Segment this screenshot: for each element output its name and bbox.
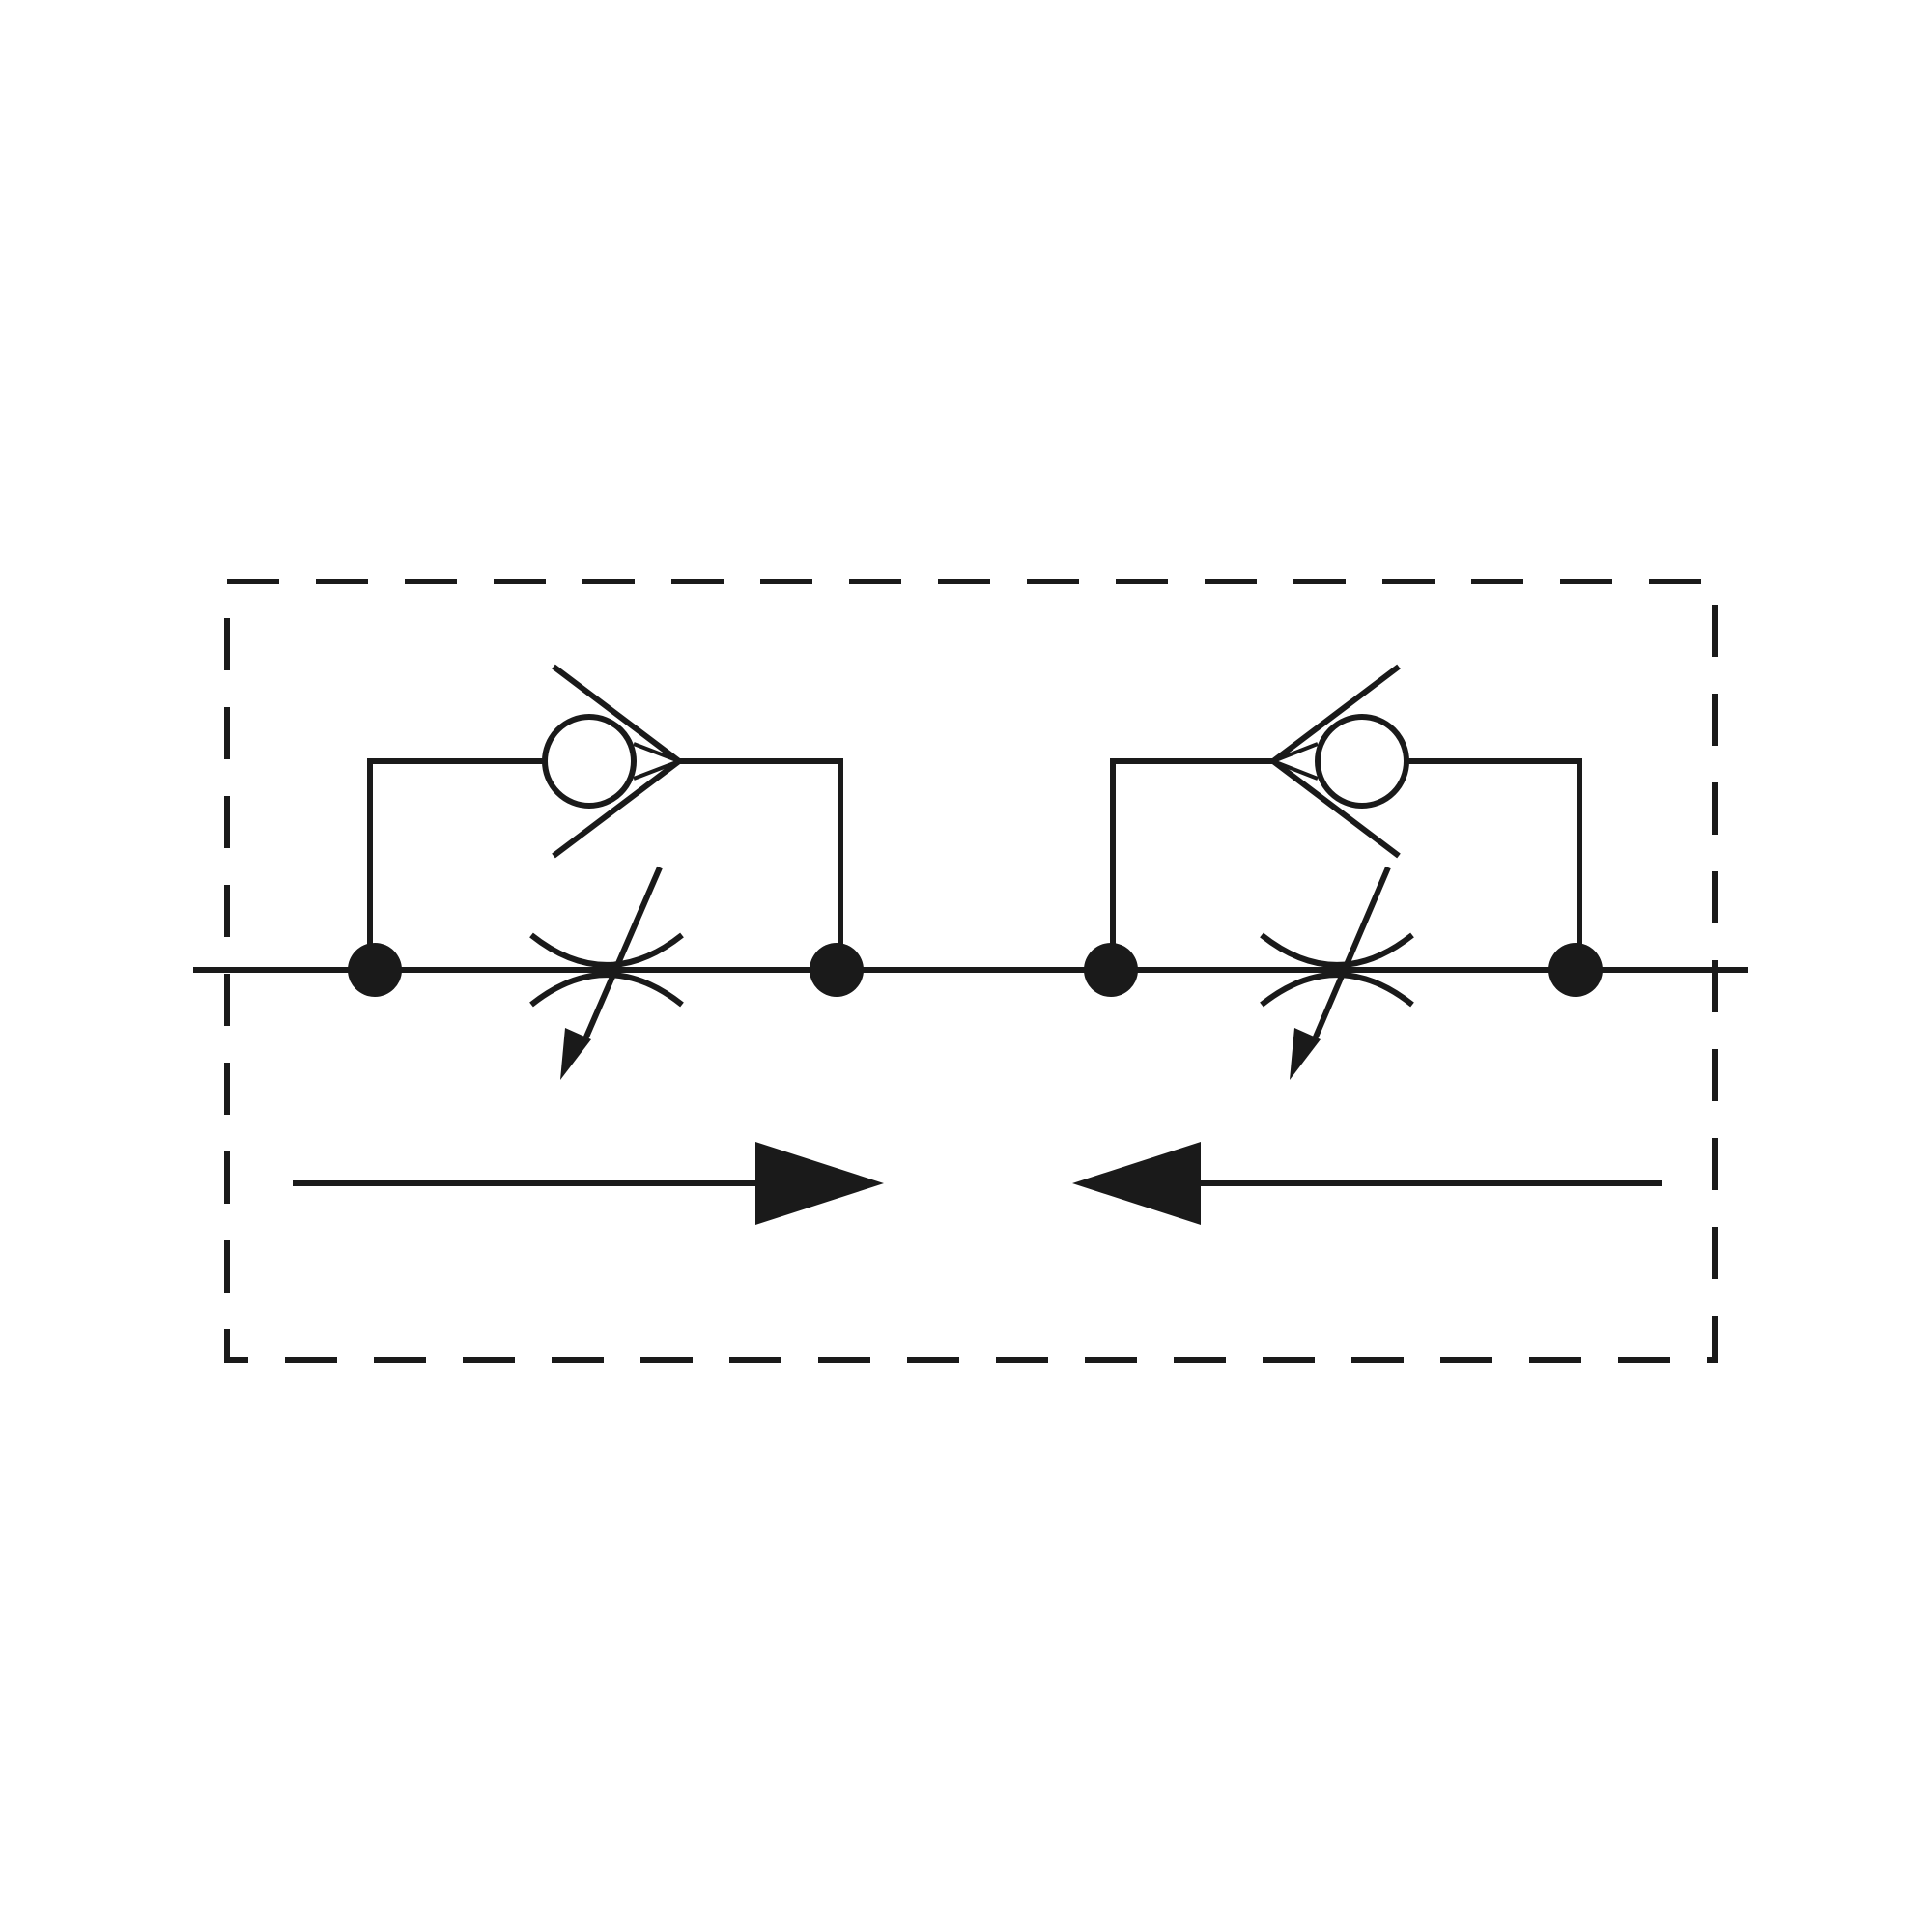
junction-dot-2 [810, 943, 864, 997]
right-check-ball [1315, 714, 1409, 809]
left-check-seat-tick-top [633, 742, 680, 763]
right-throttle-arc-bottom [1260, 972, 1414, 1008]
left-throttle-arc-bottom [529, 972, 684, 1008]
right-adjust-arrowhead [1290, 1028, 1321, 1080]
left-adjust-arrow-shaft [582, 866, 663, 1043]
right-bypass-line [1406, 758, 1582, 970]
flow-arrow-right-head [755, 1142, 884, 1225]
left-bypass-line [367, 758, 546, 970]
right-adjust-arrow-shaft [1311, 866, 1391, 1043]
flow-arrow-right [293, 1142, 884, 1225]
right-check-seat-tick-top [1272, 742, 1319, 763]
left-check-seat-tick-bottom [633, 759, 680, 781]
left-bypass-line-right [679, 758, 843, 970]
flow-arrow-left-head [1072, 1142, 1201, 1225]
right-bypass-line-left [1110, 758, 1273, 970]
left-adjust-arrowhead [560, 1028, 591, 1080]
left-throttle-arc-top [529, 932, 684, 968]
junction-dot-3 [1084, 943, 1138, 997]
flow-arrow-left [1072, 1142, 1662, 1225]
right-check-seat-tick-bottom [1272, 759, 1319, 781]
junction-dot-4 [1548, 943, 1603, 997]
right-throttle-arc-top [1260, 932, 1414, 968]
right-throttle-check-valve [1084, 664, 1603, 1080]
junction-dot-1 [348, 943, 402, 997]
left-check-ball [542, 714, 637, 809]
left-throttle-check-valve [348, 664, 864, 1080]
